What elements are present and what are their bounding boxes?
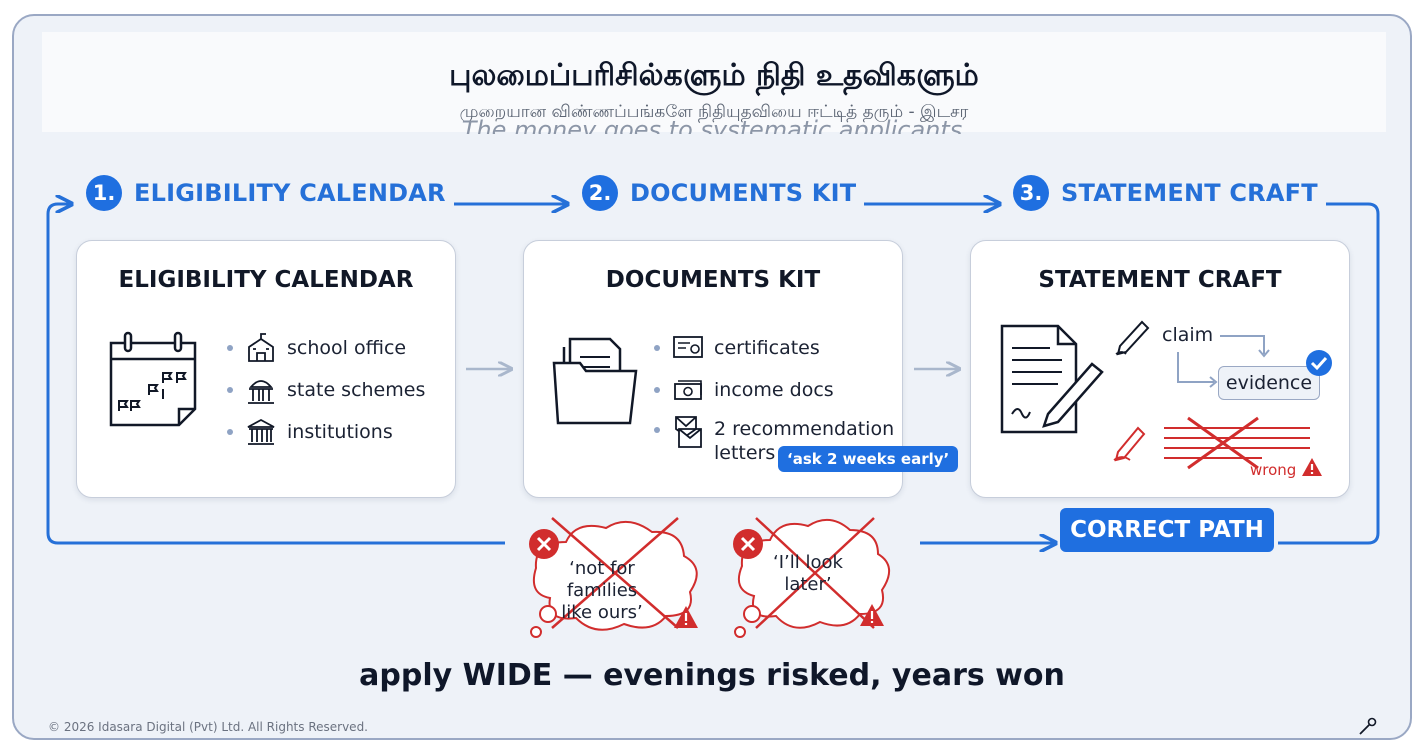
myth-1-text: ‘not for families like ours’ bbox=[532, 558, 672, 624]
step-2-number: 2. bbox=[582, 175, 618, 211]
step-3-number: 3. bbox=[1013, 175, 1049, 211]
government-building-icon bbox=[245, 375, 277, 405]
step-2-text: DOCUMENTS KIT bbox=[630, 179, 857, 207]
money-icon bbox=[672, 375, 704, 405]
list-item: 2 recommendation letters bbox=[654, 411, 894, 465]
documents-card-title: DOCUMENTS KIT bbox=[605, 267, 821, 293]
institution-icon bbox=[245, 417, 277, 447]
evidence-box: evidence bbox=[1218, 366, 1320, 400]
claim-label: claim bbox=[1162, 324, 1214, 346]
certificate-icon bbox=[672, 333, 704, 363]
eligibility-list: school office state schemes institutions bbox=[227, 327, 425, 453]
list-item: state schemes bbox=[227, 369, 425, 411]
myth-1-line-1: ‘not for families bbox=[566, 558, 638, 601]
myth-2-line-1: ‘I’ll look bbox=[773, 552, 843, 573]
document-folder-icon bbox=[552, 337, 638, 425]
envelope-icon bbox=[672, 416, 704, 448]
myth-2-text: ‘I’ll look later’ bbox=[748, 552, 868, 596]
page-title: புலமைப்பரிசில்களும் நிதி உதவிகளும் bbox=[449, 58, 979, 93]
tagline: The money goes to systematic applicants bbox=[461, 116, 963, 134]
step-1-text: ELIGIBILITY CALENDAR bbox=[134, 179, 446, 207]
magic-wand-icon bbox=[1359, 717, 1377, 735]
myth-cloud-2 bbox=[733, 517, 890, 638]
eligibility-item-state-schemes: state schemes bbox=[287, 379, 426, 401]
header-panel: புலமைப்பரிசில்களும் நிதி உதவிகளும் முறைய… bbox=[42, 32, 1386, 132]
loop-left-line bbox=[46, 204, 505, 545]
check-badge-icon bbox=[1306, 350, 1332, 376]
myth-cloud-1 bbox=[529, 517, 698, 638]
correct-path-badge: CORRECT PATH bbox=[1060, 508, 1274, 552]
loop-right-line bbox=[1278, 202, 1380, 545]
documents-list: certificates income docs 2 recommendatio… bbox=[654, 327, 894, 465]
calendar-icon bbox=[109, 331, 197, 427]
myth-1-line-2: like ours’ bbox=[561, 602, 643, 623]
document-pen-icon bbox=[1000, 324, 1104, 434]
documents-item-income-docs: income docs bbox=[714, 379, 834, 401]
ask-early-note: ‘ask 2 weeks early’ bbox=[778, 446, 959, 472]
list-item: income docs bbox=[654, 369, 894, 411]
wrong-statement-icon bbox=[1113, 416, 1310, 470]
step-3-label: 3. STATEMENT CRAFT bbox=[1013, 174, 1326, 212]
warning-icon bbox=[1302, 458, 1322, 476]
step-2-label: 2. DOCUMENTS KIT bbox=[582, 174, 865, 212]
step-3-text: STATEMENT CRAFT bbox=[1061, 179, 1318, 207]
pen-icon bbox=[1115, 320, 1150, 356]
step-1-label: 1. ELIGIBILITY CALENDAR bbox=[86, 174, 454, 212]
eligibility-item-school-office: school office bbox=[287, 337, 407, 359]
claim-evidence-connectors bbox=[1177, 335, 1270, 388]
page-subtitle: முறையான விண்ணப்பங்களே நிதியுதவியை ஈட்டித… bbox=[459, 102, 969, 122]
statement-card-title: STATEMENT CRAFT bbox=[1038, 267, 1282, 293]
eligibility-item-institutions: institutions bbox=[287, 421, 393, 443]
documents-item-recommendation: 2 recommendation letters bbox=[714, 417, 894, 465]
list-item: certificates bbox=[654, 327, 894, 369]
school-icon bbox=[245, 333, 277, 363]
copyright: © 2026 Idasara Digital (Pvt) Ltd. All Ri… bbox=[48, 720, 368, 734]
eligibility-card-title: ELIGIBILITY CALENDAR bbox=[118, 267, 414, 293]
myth-2-line-2: later’ bbox=[784, 574, 832, 595]
list-item: institutions bbox=[227, 411, 425, 453]
recommendation-line-2: letters bbox=[714, 442, 776, 464]
recommendation-line-1: 2 recommendation bbox=[714, 418, 895, 440]
documents-item-certificates: certificates bbox=[714, 337, 820, 359]
list-item: school office bbox=[227, 327, 425, 369]
step-1-number: 1. bbox=[86, 175, 122, 211]
wrong-label: wrong bbox=[1250, 461, 1297, 479]
eligibility-card: ELIGIBILITY CALENDAR school office state… bbox=[76, 240, 456, 498]
slogan: apply WIDE — evenings risked, years won bbox=[359, 658, 1065, 693]
